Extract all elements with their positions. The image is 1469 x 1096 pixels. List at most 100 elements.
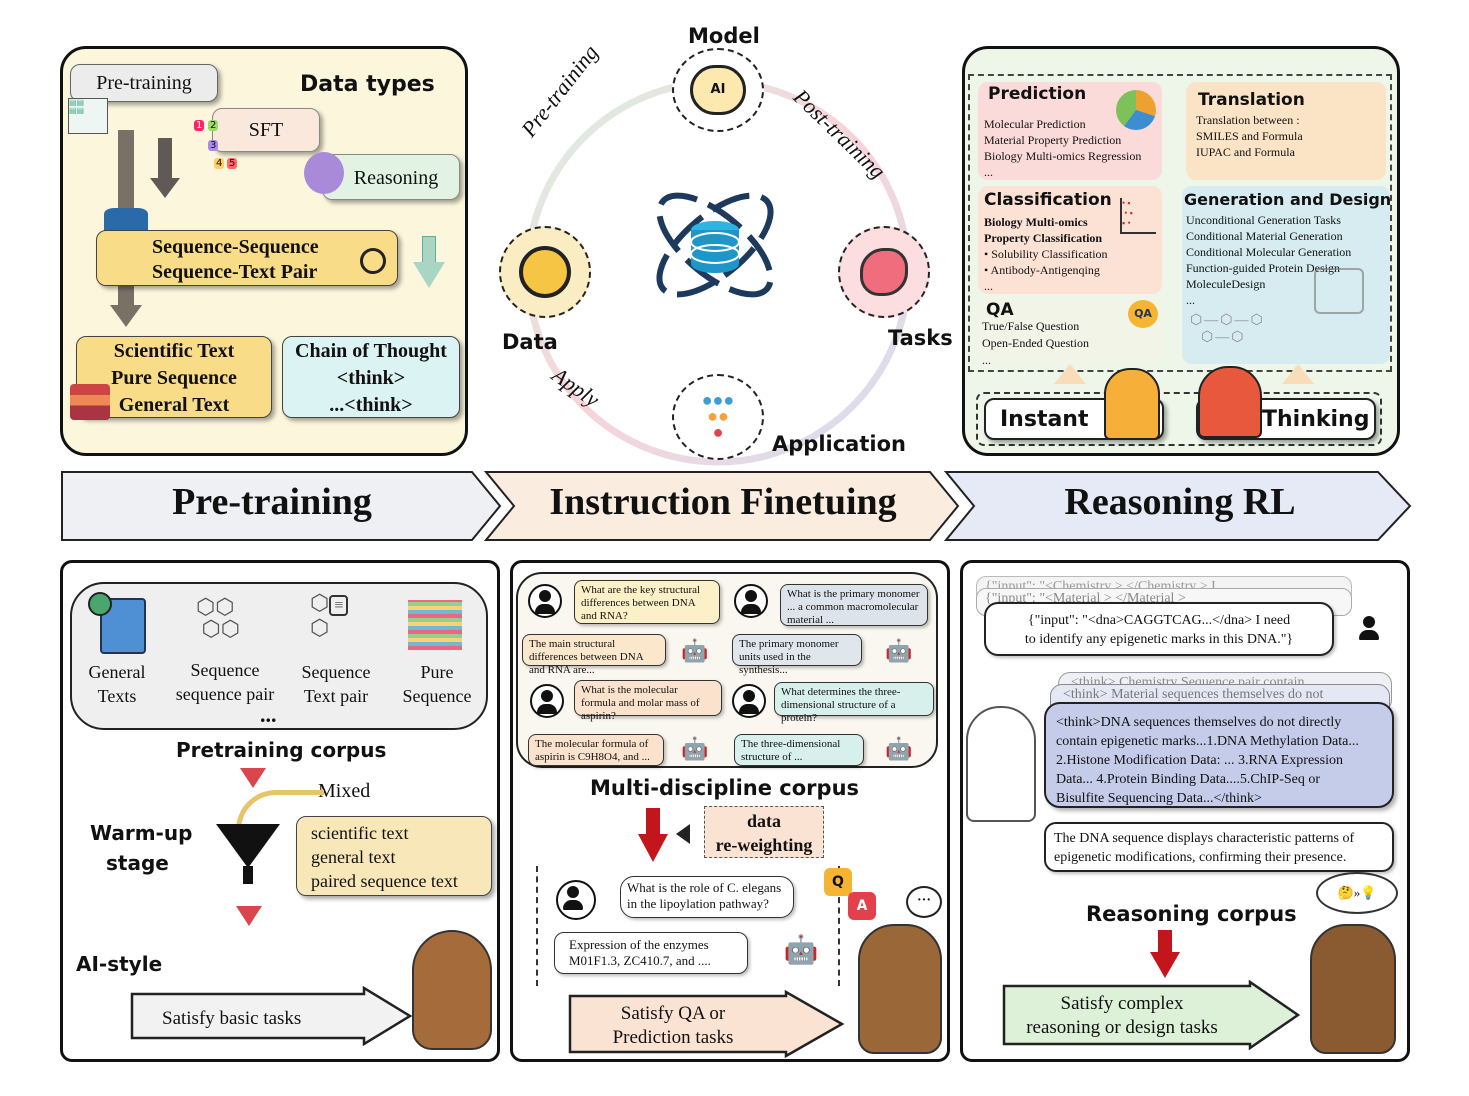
pure-sequence-label: Pure Sequence [392, 660, 482, 708]
user-avatar-icon [556, 880, 596, 920]
user-avatar-icon [528, 584, 562, 618]
qa-item: True/False Question [982, 319, 1080, 333]
satisfy-complex-arrow [1002, 980, 1301, 1050]
translation-card [1186, 82, 1386, 180]
numbered-steps-icon: 1 2 3 4 5 [194, 120, 238, 169]
sft-label: SFT [248, 119, 284, 141]
answer-text: The molecular formula of aspirin is C9H8… [535, 738, 650, 763]
prediction-list: Molecular Prediction Material Property P… [984, 116, 1141, 180]
atom-database-icon [656, 192, 774, 298]
design-tools-icon [1314, 268, 1364, 314]
satisfy-line: reasoning or design tasks [1026, 1017, 1218, 1038]
stage-reasoning-rl: Reasoning RL [1064, 481, 1296, 523]
robot-icon: 🤖 [885, 736, 913, 761]
robot-icon: 🤖 [681, 736, 709, 761]
question-text: What determines the three-dimensional st… [781, 686, 901, 724]
model-label: Model [688, 24, 760, 48]
classification-bold: Biology Multi-omics [984, 215, 1088, 229]
data-gears-icon [519, 246, 571, 298]
prediction-item: Biology Multi-omics Regression [984, 149, 1142, 163]
seq-line-1: Sequence-Sequence [152, 236, 319, 258]
robot-icon: 🤖 [681, 638, 709, 663]
cot-line-1: Chain of Thought [295, 340, 447, 362]
icon-label: Text pair [303, 686, 369, 706]
reasoning-down-arrow-br [1158, 930, 1172, 956]
answer-bubble-3: The molecular formula of aspirin is C9H8… [528, 734, 664, 766]
cot-line-3: ...<think> [329, 394, 413, 416]
question-text: What is the molecular formula and molar … [581, 684, 700, 722]
user-avatar-icon [530, 684, 564, 718]
knight-bear-mascot [1310, 924, 1396, 1054]
satisfy-qa-arrow [568, 990, 845, 1058]
classification-title: Classification [984, 190, 1112, 210]
qa-list: True/False Question Open-Ended Question … [982, 318, 1089, 369]
corpus-down-arrow-mid-head [638, 834, 668, 862]
satisfy-line: Prediction tasks [612, 1027, 734, 1048]
answer-line: The DNA sequence displays characteristic… [1054, 831, 1355, 846]
mixed-label: Mixed [318, 780, 371, 802]
corpus-down-arrow-mid [646, 808, 660, 838]
brain-network-icon [860, 248, 908, 296]
pie-chart-icon [1116, 90, 1156, 130]
sequence-pair-label: Sequence sequence pair [164, 658, 286, 706]
pretraining-down-arrow-head [110, 305, 142, 327]
stage-instruction-finetuning: Instruction Finetuing [549, 481, 897, 523]
qa-item: Open-Ended Question [982, 336, 1089, 350]
think-stack-text: <think> Material sequences themselves do… [1063, 687, 1324, 702]
answer-badge-icon: A [848, 892, 876, 920]
answer-line: epigenetic modifications, confirming the… [1054, 850, 1347, 865]
generation-card [1182, 186, 1390, 364]
satisfy-complex-label: Satisfy complex reasoning or design task… [1012, 992, 1232, 1040]
answer-text: The primary monomer units used in the sy… [739, 638, 839, 676]
answer-bubble-5: Expression of the enzymes M01F1.3, ZC410… [554, 932, 748, 974]
generation-item: Conditional Material Generation [1186, 229, 1343, 243]
think-line: 2.Histone Modification Data: ... 3.RNA E… [1056, 753, 1343, 768]
mix-item: general text [311, 847, 396, 867]
classification-item: ... [984, 279, 993, 293]
seq-line-2: Sequence-Text Pair [152, 261, 318, 283]
question-bubble-4: What determines the three-dimensional st… [774, 682, 934, 724]
classification-item: • Antibody-Antigenqing [984, 263, 1100, 277]
question-text: What is the role of C. elegans in the li… [627, 880, 782, 911]
pretraining-corpus-label: Pretraining corpus [176, 738, 387, 762]
prediction-title: Prediction [988, 84, 1087, 104]
qa-badge-icon: Q [824, 868, 852, 896]
mix-items-box: scientific text general text paired sequ… [296, 816, 492, 896]
generation-item: ... [1186, 293, 1195, 307]
data-node [499, 226, 591, 318]
sft-down-arrow-head [150, 178, 180, 198]
finetuning-panel [510, 560, 950, 1062]
tasks-dashed-frame [968, 74, 1392, 372]
reasoning-down-arrow-head [413, 262, 445, 288]
warmup-line: stage [106, 851, 169, 875]
bear-mascot [412, 930, 492, 1050]
model-node: AI [672, 48, 764, 132]
question-bubble-1: What are the key structural differences … [574, 580, 720, 624]
qa-bubble-icon: QA [1128, 300, 1158, 328]
question-text: What is the primary monomer ... a common… [787, 588, 920, 626]
cloud-ai-icon: AI [690, 65, 746, 115]
up-arrow-thinking [1282, 364, 1314, 384]
chain-of-thought-box: Chain of Thought <think> ...<think> [282, 336, 460, 418]
sci-line-1: Scientific Text [113, 340, 235, 362]
sci-line-3: General Text [118, 394, 230, 416]
generation-title: Generation and Design [1184, 190, 1392, 209]
translation-item: Translation between : [1196, 113, 1300, 127]
target-icon [360, 248, 386, 274]
answer-bubble-4: The three-dimensional structure of ... [734, 734, 864, 766]
think-line: Bisulfite Sequencing Data...</think> [1056, 791, 1262, 806]
think-line: <think>DNA sequences themselves do not d… [1056, 715, 1342, 730]
color-sequence-icon [408, 600, 462, 650]
generation-list: Unconditional Generation Tasks Condition… [1186, 212, 1351, 308]
mix-down-arrow [236, 906, 262, 926]
thinking-person-sketch [966, 706, 1036, 822]
multi-discipline-corpus-label: Multi-discipline corpus [590, 776, 860, 800]
answer-bubble-1: The main structural differences between … [522, 634, 666, 676]
sft-box: SFT [212, 108, 320, 152]
generation-item: MoleculeDesign [1186, 277, 1266, 291]
user-avatar-icon [1354, 612, 1394, 652]
application-node: ●●●●●● [672, 374, 764, 460]
prediction-item: Material Property Prediction [984, 133, 1122, 147]
reweight-arrow [676, 824, 690, 844]
